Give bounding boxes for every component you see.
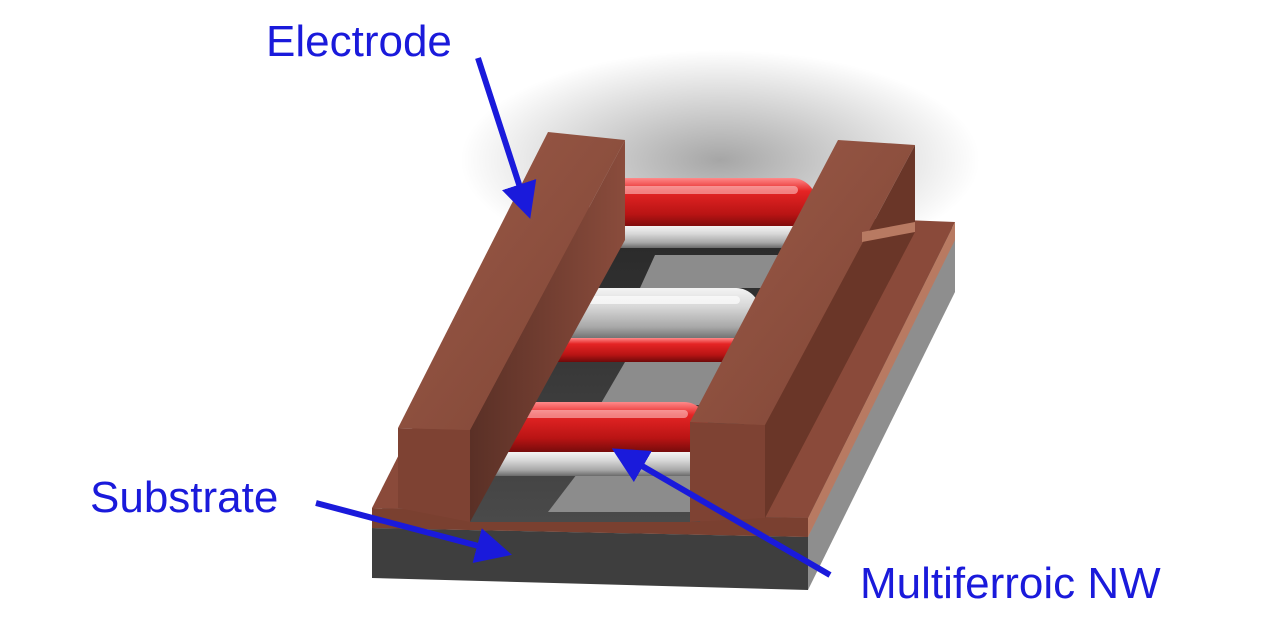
nanowire-top bbox=[598, 178, 816, 248]
channel-floor-light bbox=[640, 255, 790, 288]
substrate-label: Substrate bbox=[90, 473, 278, 522]
nanowire-bottom bbox=[482, 402, 708, 476]
nanowire-arrow bbox=[611, 448, 832, 578]
substrate-arrow bbox=[315, 500, 512, 564]
nanowire-middle bbox=[540, 288, 760, 362]
channel-floor-light bbox=[548, 470, 690, 512]
nanowire-label: Multiferroic NW bbox=[860, 559, 1161, 608]
right-electrode bbox=[690, 140, 915, 522]
electrode-label: Electrode bbox=[266, 17, 452, 66]
electrode-arrow bbox=[475, 57, 537, 219]
left-electrode bbox=[398, 132, 625, 522]
